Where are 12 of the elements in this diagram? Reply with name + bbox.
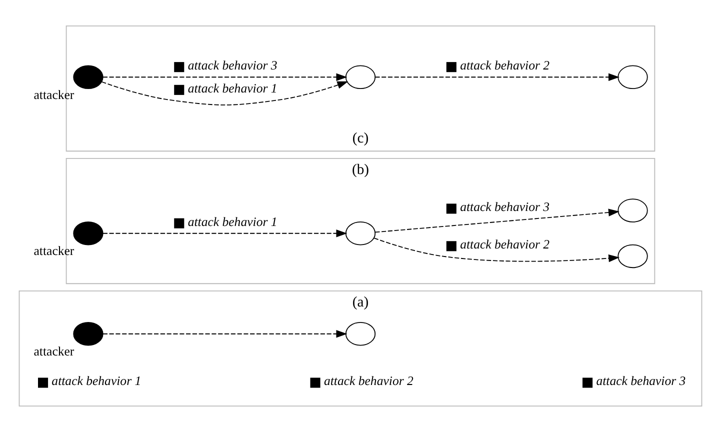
edge-label: attack behavior 1 — [188, 80, 278, 95]
node-label: attacker — [34, 244, 74, 258]
edge-label: attack behavior 2 — [460, 237, 550, 252]
edge-label: attack behavior 3 — [188, 58, 278, 72]
edge-label: attack behavior 2 — [460, 58, 550, 72]
node-label: attacker — [34, 87, 74, 102]
node-label: attacker — [34, 344, 74, 358]
edge-label: attack behavior 3 — [460, 200, 550, 214]
label: attack behavior 3 — [596, 374, 686, 388]
label: attack behavior 1 — [52, 374, 142, 388]
label: attack behavior 2 — [324, 374, 414, 388]
edge-label: attack behavior 1 — [188, 214, 278, 228]
